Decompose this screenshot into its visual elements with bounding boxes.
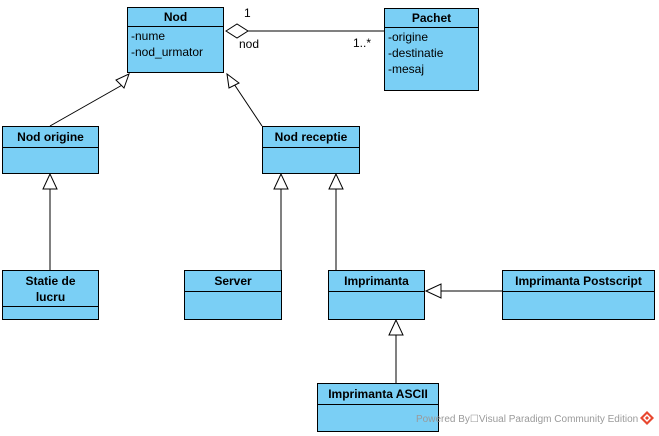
class-name: Server — [185, 271, 281, 292]
class-name-line: Statie de — [25, 274, 76, 288]
attribute: -origine — [388, 30, 429, 44]
class-imprimanta[interactable]: Imprimanta — [328, 270, 425, 320]
attribute-list: -origine -destinatie -mesaj — [385, 28, 478, 78]
generalization-nod-origine-to-nod — [49, 73, 130, 127]
class-nod-origine[interactable]: Nod origine — [2, 126, 99, 174]
attribute: -nod_urmator — [131, 45, 204, 59]
multiplicity-pachet: 1..* — [353, 36, 372, 50]
role-nod: nod — [239, 37, 260, 51]
class-name: Imprimanta — [329, 271, 424, 292]
class-pachet[interactable]: Pachet -origine -destinatie -mesaj — [384, 8, 479, 91]
class-imprimanta-postscript[interactable]: Imprimanta Postscript — [502, 270, 655, 320]
class-nod-receptie[interactable]: Nod receptie — [262, 126, 360, 174]
powered-by-footer: Powered By☐Visual Paradigm Community Edi… — [416, 414, 639, 425]
generalization-server-to-nod-receptie — [273, 172, 289, 270]
generalization-postscript-to-imprimanta — [424, 283, 502, 299]
class-statie-de-lucru[interactable]: Statie de lucru — [2, 270, 99, 320]
visual-paradigm-logo-icon — [640, 411, 654, 425]
class-server[interactable]: Server — [184, 270, 282, 320]
attribute: -mesaj — [388, 62, 425, 76]
class-name: Nod — [128, 8, 223, 27]
multiplicity-nod: 1 — [244, 6, 251, 20]
aggregation-nod-pachet — [225, 23, 384, 39]
generalization-statie-to-nod-origine — [42, 172, 58, 270]
attribute: -destinatie — [388, 46, 444, 60]
generalization-ascii-to-imprimanta — [388, 318, 404, 383]
class-name: Nod receptie — [263, 127, 359, 148]
attribute: -nume — [131, 29, 166, 43]
class-imprimanta-ascii[interactable]: Imprimanta ASCII — [317, 383, 439, 432]
class-name-line: lucru — [35, 290, 66, 304]
class-name: Pachet — [385, 9, 478, 28]
generalization-imprimanta-to-nod-receptie — [328, 172, 344, 270]
generalization-nod-receptie-to-nod — [226, 72, 263, 127]
class-name: Nod origine — [3, 127, 98, 148]
class-nod[interactable]: Nod -nume -nod_urmator — [127, 7, 224, 73]
class-name: Imprimanta Postscript — [503, 271, 654, 292]
class-name: Imprimanta ASCII — [318, 384, 438, 405]
attribute-list: -nume -nod_urmator — [128, 27, 223, 61]
class-name: Statie de lucru — [3, 271, 98, 307]
